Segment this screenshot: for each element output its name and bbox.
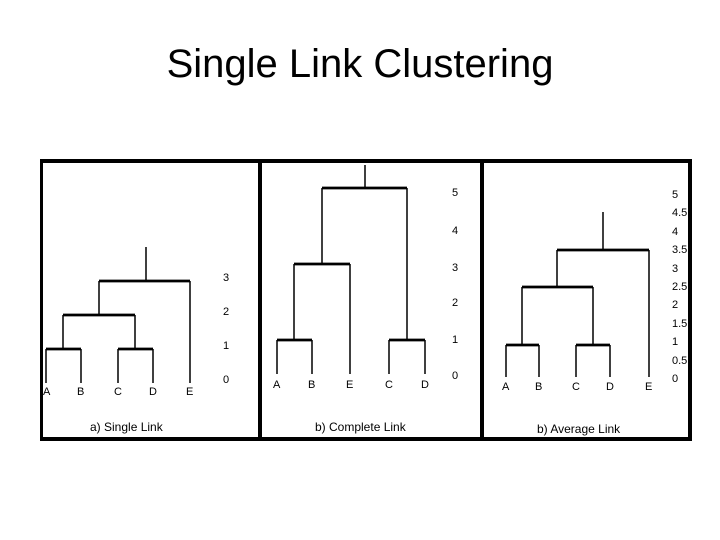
single-link-dendrogram: A B C D E 3 2 1 0 a) Single Link: [43, 247, 229, 434]
scale-label: 0.5: [672, 355, 687, 367]
scale-label: 3: [223, 272, 229, 284]
scale-label: 1: [672, 336, 678, 348]
complete-link-dendrogram: A B E C D 5 4 3 2 1 0 b) Complete Link: [273, 165, 458, 434]
leaf-label: E: [645, 381, 652, 393]
single-link-panel: A B C D E 3 2 1 0 a) Single Link: [43, 163, 258, 437]
panel-caption: b) Average Link: [537, 422, 621, 436]
leaf-label: C: [385, 379, 393, 391]
complete-link-panel: A B E C D 5 4 3 2 1 0 b) Complete Link: [262, 163, 480, 437]
scale-label: 2.5: [672, 281, 687, 293]
scale-label: 1: [223, 340, 229, 352]
scale-label: 0: [452, 370, 458, 382]
slide-title: Single Link Clustering: [166, 42, 554, 86]
dendrogram-figure: A B C D E 3 2 1 0 a) Single Link: [40, 159, 692, 441]
panel-caption: b) Complete Link: [315, 420, 407, 434]
leaf-label: B: [535, 381, 542, 393]
scale-label: 4: [672, 226, 678, 238]
leaf-label: A: [43, 386, 51, 398]
scale-label: 1: [452, 334, 458, 346]
average-link-panel: A B C D E 5 4.5 4 3.5 3 2.5 2 1.5 1 0.5 …: [484, 163, 688, 437]
leaf-label: A: [273, 379, 281, 391]
scale-label: 1.5: [672, 318, 687, 330]
scale-label: 5: [672, 189, 678, 201]
leaf-label: C: [572, 381, 580, 393]
leaf-label: D: [421, 379, 429, 391]
scale-label: 0: [223, 374, 229, 386]
scale-label: 3: [672, 263, 678, 275]
panel-caption: a) Single Link: [90, 420, 164, 434]
leaf-label: C: [114, 386, 122, 398]
leaf-label: E: [186, 386, 193, 398]
scale-label: 2: [223, 306, 229, 318]
leaf-label: D: [149, 386, 157, 398]
leaf-label: B: [308, 379, 315, 391]
leaf-label: B: [77, 386, 84, 398]
scale-label: 4: [452, 225, 458, 237]
scale-label: 3.5: [672, 244, 687, 256]
leaf-label: D: [606, 381, 614, 393]
average-link-dendrogram: A B C D E 5 4.5 4 3.5 3 2.5 2 1.5 1 0.5 …: [502, 189, 687, 436]
leaf-label: E: [346, 379, 353, 391]
scale-label: 4.5: [672, 207, 687, 219]
scale-label: 2: [452, 297, 458, 309]
leaf-label: A: [502, 381, 510, 393]
scale-label: 2: [672, 299, 678, 311]
scale-label: 5: [452, 187, 458, 199]
scale-label: 0: [672, 373, 678, 385]
scale-label: 3: [452, 262, 458, 274]
